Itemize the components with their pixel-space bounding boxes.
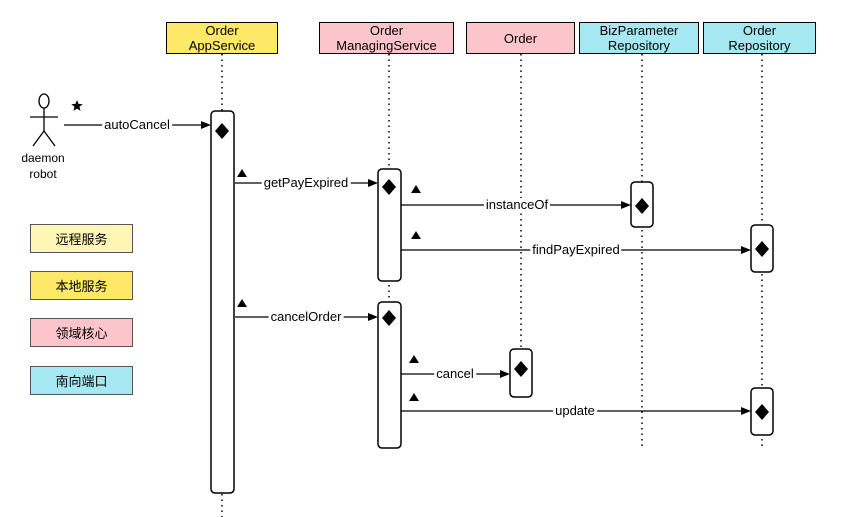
message-label-autocancel: autoCancel [102,117,172,132]
arrowhead-icon [201,121,211,129]
legend-local-service: 本地服务 [30,271,133,300]
message-label-instanceof: instanceOf [483,197,551,212]
actor-label: daemon robot [21,151,65,181]
message-label-update: update [553,403,597,418]
legend-southbound-port: 南向端口 [30,366,133,395]
legend-label: 领域核心 [55,326,108,341]
participant-order-repository: Order Repository [703,22,816,54]
diamond-icon [215,123,229,139]
arrowhead-icon [368,179,378,187]
legend-domain-core: 领域核心 [30,318,133,347]
diamond-icon [635,198,649,214]
message-label-cancelorder: cancelOrder [268,309,344,324]
diamond-icon [382,179,396,195]
triangle-icon [411,185,421,193]
legend-remote-service: 远程服务 [30,224,133,253]
arrowhead-icon [621,201,631,209]
triangle-icon [237,169,247,177]
arrowhead-icon [741,246,751,254]
activation-box [210,110,235,494]
participant-order-managing-service: Order ManagingService [319,22,454,54]
participant-order: Order [466,22,575,54]
participant-order-app-service: Order AppService [166,22,278,54]
diamond-icon [514,361,528,377]
participant-label: Order ManagingService [336,23,437,53]
diamond-icon [382,310,396,326]
triangle-icon [409,393,419,401]
message-label-findpayexpired: findPayExpired [530,242,622,257]
triangle-icon [411,231,421,239]
actor-head [38,93,50,109]
participant-label: Order AppService [188,23,256,53]
legend-label: 本地服务 [55,279,108,294]
message-label-cancel: cancel [434,366,476,381]
arrowhead-icon [368,313,378,321]
arrowhead-icon [500,370,510,378]
actor-leg [32,130,45,147]
participant-label: BizParameter Repository [599,23,679,53]
diamond-icon [755,241,769,257]
message-label-getpayexpired: getPayExpired [261,175,351,190]
legend-label: 南向端口 [55,374,108,389]
participant-biz-parameter-repository: BizParameter Repository [579,22,699,54]
participant-label: Order Repository [728,23,791,53]
arrowhead-icon [741,407,751,415]
triangle-icon [409,355,419,363]
star-icon [71,100,83,111]
participant-label: Order [503,30,538,46]
activation-box [377,168,402,282]
legend-label: 远程服务 [55,232,108,247]
triangle-icon [237,299,247,307]
activation-box [377,301,402,449]
actor-leg [43,130,56,147]
diamond-icon [755,404,769,420]
